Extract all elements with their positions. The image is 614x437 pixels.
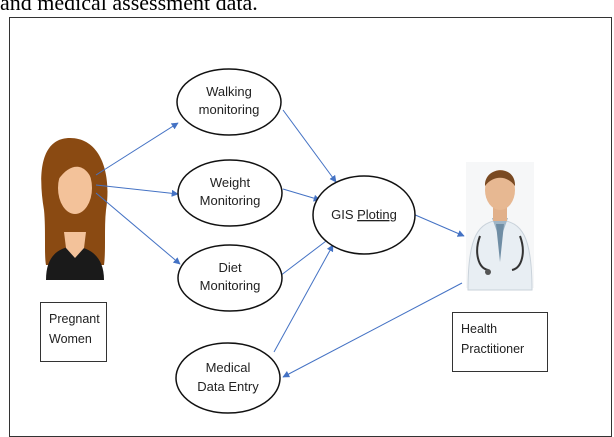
node-medical-line2: Data Entry: [197, 379, 259, 394]
connector-arrows: [95, 109, 465, 378]
node-weight-monitoring: Weight Monitoring: [177, 159, 283, 227]
flow-diagram: Walking monitoring Weight Monitoring Die…: [41, 68, 534, 414]
node-medical-line1: Medical: [206, 360, 251, 375]
node-gis-word1: GIS: [331, 207, 357, 222]
arrow-diet-gis: [275, 234, 335, 280]
doctor-photo: [466, 162, 534, 291]
pregnant-women-line1: Pregnant: [49, 312, 100, 326]
pregnant-women-box: Pregnant Women: [40, 302, 107, 362]
node-walking-line1: Walking: [206, 84, 252, 99]
arrow-woman-walking: [95, 122, 179, 176]
arrow-woman-diet: [95, 192, 181, 265]
node-walking-line2: monitoring: [199, 102, 260, 117]
node-weight-line1: Weight: [210, 175, 251, 190]
node-gis-word2: Ploting: [357, 207, 397, 222]
node-medical-data-entry: Medical Data Entry: [175, 342, 281, 414]
node-walking-monitoring: Walking monitoring: [176, 68, 282, 136]
pregnant-woman-icon: [41, 138, 108, 280]
arrow-woman-weight: [95, 184, 179, 197]
arrow-weight-gis: [282, 188, 321, 202]
arrow-medical-gis: [273, 244, 334, 353]
caption-text: and medical assessment data.: [0, 0, 258, 15]
arrow-walking-gis: [282, 109, 337, 183]
arrow-doctor-medical: [282, 282, 463, 378]
health-practitioner-box: Health Practitioner: [452, 312, 548, 372]
node-weight-line2: Monitoring: [200, 193, 261, 208]
health-practitioner-line1: Health: [461, 322, 498, 336]
node-gis-ploting: GIS Ploting: [312, 175, 416, 255]
pregnant-women-line2: Women: [49, 332, 92, 346]
arrow-gis-doctor: [412, 213, 465, 237]
node-gis-label: GIS Ploting: [331, 207, 397, 222]
health-practitioner-line2: Practitioner: [461, 342, 525, 356]
node-diet-monitoring: Diet Monitoring: [177, 244, 283, 312]
node-diet-line2: Monitoring: [200, 278, 261, 293]
node-diet-line1: Diet: [218, 260, 242, 275]
